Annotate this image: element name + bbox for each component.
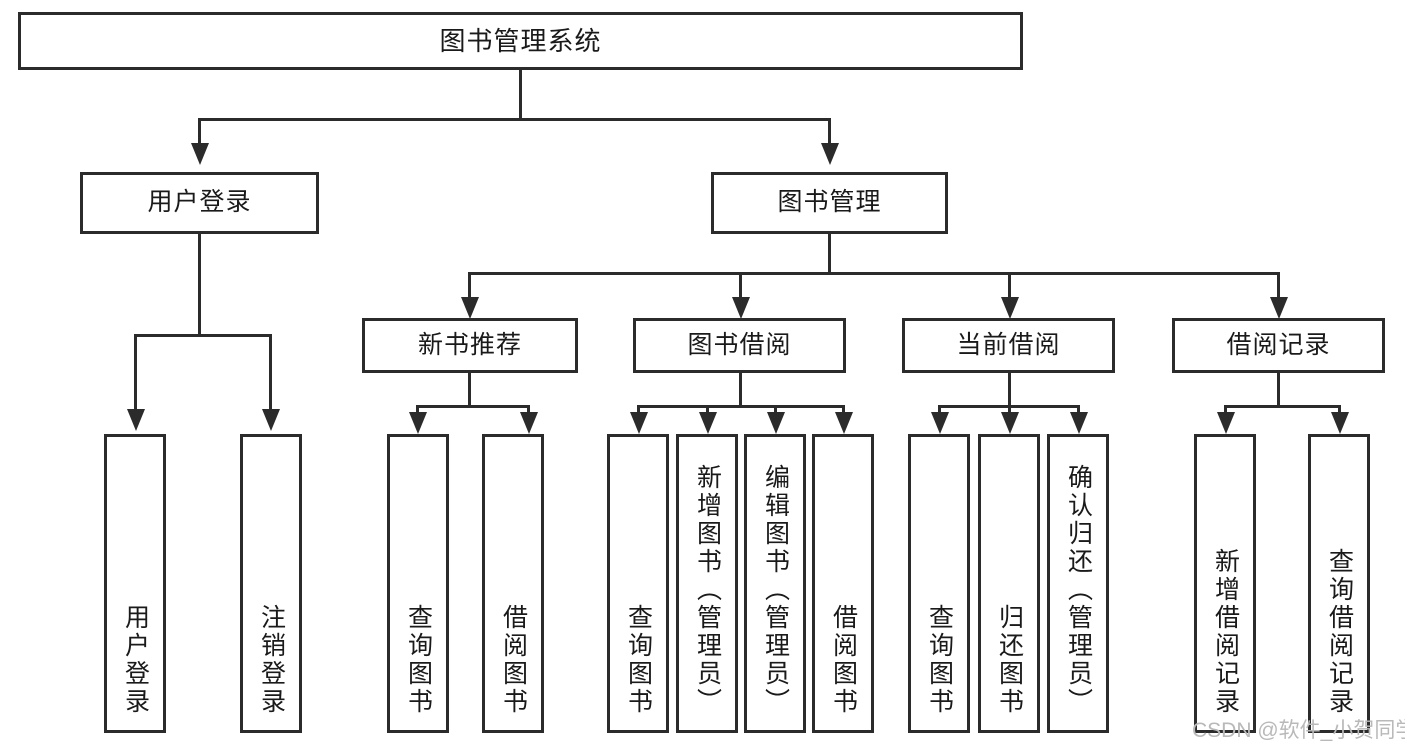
node-book-management[interactable]: 图书管理 (711, 172, 948, 234)
arrowhead-bb-leaf-4 (835, 412, 853, 434)
arrowhead-new-book-leaf-1 (409, 412, 427, 434)
node-label: 借阅记录 (1226, 330, 1331, 359)
leaf-confirm-return-admin[interactable]: 确认归还（管理员） (1047, 434, 1109, 733)
leaf-label: 新增图书（管理员） (693, 464, 722, 716)
leaf-label: 编辑图书（管理员） (761, 464, 790, 716)
leaf-borrow-books-recommend[interactable]: 借阅图书 (482, 434, 544, 733)
node-new-book-recommend[interactable]: 新书推荐 (362, 318, 578, 373)
node-label: 图书借阅 (687, 330, 792, 359)
leaf-query-books-borrow[interactable]: 查询图书 (607, 434, 669, 733)
arrowhead-bb-leaf-2 (699, 412, 717, 434)
arrowhead-cb-leaf-1 (931, 412, 949, 434)
leaf-label: 新增借阅记录 (1211, 548, 1240, 716)
leaf-label: 查询图书 (404, 604, 433, 716)
connector-root-stem (519, 70, 522, 118)
connector-bm-to-current-borrow (1008, 272, 1011, 300)
connector-bb-to-leaf-2 (706, 405, 709, 417)
connector-borrow-record-stem (1277, 373, 1280, 405)
leaf-logout[interactable]: 注销登录 (240, 434, 302, 733)
arrowhead-cb-leaf-2 (1001, 412, 1019, 434)
leaf-label: 查询借阅记录 (1325, 548, 1354, 716)
node-book-borrow[interactable]: 图书借阅 (633, 318, 846, 373)
connector-bm-to-new-book (468, 272, 471, 300)
connector-root-to-book-management (828, 118, 831, 146)
connector-root-bus (198, 118, 831, 121)
arrowhead-root-to-user-login (191, 143, 209, 165)
connector-bm-to-book-borrow (739, 272, 742, 300)
arrowhead-bm-to-new-book (461, 297, 479, 319)
connector-current-borrow-stem (1008, 373, 1011, 405)
connector-br-to-leaf-1 (1224, 405, 1227, 417)
connector-user-login-to-leaf-2 (269, 334, 272, 412)
arrowhead-bm-to-borrow-record (1270, 297, 1288, 319)
leaf-label: 注销登录 (257, 604, 286, 716)
node-current-borrow[interactable]: 当前借阅 (902, 318, 1115, 373)
node-label: 当前借阅 (956, 330, 1061, 359)
arrowhead-br-leaf-1 (1217, 412, 1235, 434)
arrowhead-user-login-leaf-2 (262, 409, 280, 431)
node-root-library-management-system[interactable]: 图书管理系统 (18, 12, 1023, 70)
arrowhead-bb-leaf-1 (630, 412, 648, 434)
connector-new-book-to-leaf-1 (416, 405, 419, 417)
arrowhead-bm-to-book-borrow (732, 297, 750, 319)
leaf-label: 查询图书 (925, 604, 954, 716)
connector-borrow-record-bus (1224, 405, 1341, 408)
arrowhead-user-login-leaf-1 (127, 409, 145, 431)
leaf-user-login[interactable]: 用户登录 (104, 434, 166, 733)
connector-bm-to-borrow-record (1277, 272, 1280, 300)
arrowhead-new-book-leaf-2 (520, 412, 538, 434)
leaf-query-borrow-record[interactable]: 查询借阅记录 (1308, 434, 1370, 733)
connector-cb-to-leaf-3 (1077, 405, 1080, 417)
leaf-label: 查询图书 (624, 604, 653, 716)
arrowhead-root-to-book-management (821, 143, 839, 165)
leaf-query-books-current[interactable]: 查询图书 (908, 434, 970, 733)
arrowhead-cb-leaf-3 (1070, 412, 1088, 434)
leaf-borrow-books[interactable]: 借阅图书 (812, 434, 874, 733)
connector-cb-to-leaf-1 (938, 405, 941, 417)
connector-book-management-bus (468, 272, 1280, 275)
connector-user-login-to-leaf-1 (134, 334, 137, 412)
leaf-return-books[interactable]: 归还图书 (978, 434, 1040, 733)
connector-new-book-stem (468, 373, 471, 405)
leaf-add-book-admin[interactable]: 新增图书（管理员） (676, 434, 738, 733)
connector-bb-to-leaf-1 (637, 405, 640, 417)
leaf-add-borrow-record[interactable]: 新增借阅记录 (1194, 434, 1256, 733)
leaf-query-books-recommend[interactable]: 查询图书 (387, 434, 449, 733)
connector-new-book-bus (416, 405, 530, 408)
connector-root-to-user-login (198, 118, 201, 146)
node-label: 新书推荐 (417, 330, 522, 359)
node-borrow-record[interactable]: 借阅记录 (1172, 318, 1385, 373)
arrowhead-bm-to-current-borrow (1001, 297, 1019, 319)
connector-book-borrow-stem (739, 373, 742, 405)
connector-bb-to-leaf-3 (774, 405, 777, 417)
connector-user-login-bus (134, 334, 272, 337)
connector-user-login-stem (198, 234, 201, 334)
node-label: 图书管理 (777, 188, 882, 217)
connector-br-to-leaf-2 (1338, 405, 1341, 417)
leaf-label: 归还图书 (995, 604, 1024, 716)
connector-book-borrow-bus (637, 405, 845, 408)
arrowhead-br-leaf-2 (1331, 412, 1349, 434)
node-user-login[interactable]: 用户登录 (80, 172, 319, 234)
watermark: CSDN @软件_小贺同学 (1192, 719, 1405, 742)
leaf-label: 借阅图书 (499, 604, 528, 716)
connector-bb-to-leaf-4 (842, 405, 845, 417)
node-label: 用户登录 (147, 188, 252, 217)
connector-book-management-stem (828, 234, 831, 272)
leaf-edit-book-admin[interactable]: 编辑图书（管理员） (744, 434, 806, 733)
leaf-label: 确认归还（管理员） (1064, 464, 1093, 716)
node-label: 图书管理系统 (439, 25, 602, 56)
connector-new-book-to-leaf-2 (527, 405, 530, 417)
leaf-label: 借阅图书 (829, 604, 858, 716)
connector-cb-to-leaf-2 (1008, 405, 1011, 417)
leaf-label: 用户登录 (121, 604, 150, 716)
arrowhead-bb-leaf-3 (767, 412, 785, 434)
